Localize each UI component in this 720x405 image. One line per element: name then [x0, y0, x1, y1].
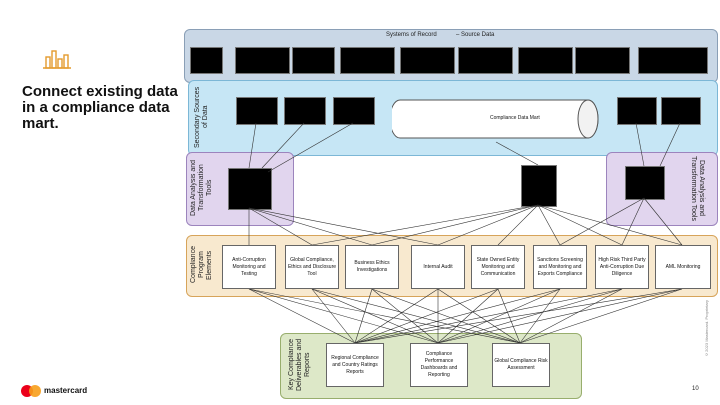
- source-system-box: [458, 47, 513, 74]
- secondary-source-box: [333, 97, 375, 125]
- page-number: 10: [692, 386, 699, 392]
- secondary-source-box: [284, 97, 326, 125]
- analysis-tool-box: [228, 168, 272, 210]
- secondary-source-box: [661, 97, 701, 125]
- mastercard-logo-icon: [20, 384, 42, 398]
- program-element-box: Business Ethics Investigations: [345, 245, 399, 289]
- program-element-box: Internal Audit: [411, 245, 465, 289]
- program-element-box: AML Monitoring: [655, 245, 711, 289]
- source-system-box: [235, 47, 290, 74]
- compliance-data-mart-label: Compliance Data Mart: [490, 115, 540, 121]
- secondary-source-box: [617, 97, 657, 125]
- source-system-box: [518, 47, 573, 74]
- secondary-source-box: [236, 97, 278, 125]
- side-note: ©2023 Mastercard. Proprietary: [704, 300, 709, 357]
- analysis-right-label: Data Analysis and Transformation Tools: [690, 155, 705, 221]
- compliance-data-mart: [389, 96, 600, 142]
- page-title: Connect existing data in a compliance da…: [22, 83, 178, 132]
- source-system-box: [190, 47, 223, 74]
- source-system-box: [575, 47, 630, 74]
- source-system-box: [340, 47, 395, 74]
- chart-icon: [42, 48, 72, 70]
- program-element-box: Sanctions Screening and Monitoring and E…: [533, 245, 587, 289]
- source-system-box: [400, 47, 455, 74]
- analysis-tool-box: [625, 166, 665, 200]
- deliverable-box: Regional Compliance and Country Ratings …: [326, 343, 384, 387]
- deliverable-box: Global Compliance Risk Assessment: [492, 343, 550, 387]
- program-element-box: Global Compliance, Ethics and Disclosure…: [285, 245, 339, 289]
- program-element-box: Anti-Corruption Monitoring and Testing: [222, 245, 276, 289]
- systems-of-record-label: Systems of Record: [386, 32, 437, 38]
- source-data-label: – Source Data: [456, 32, 495, 38]
- deliverable-box: Compliance Performance Dashboards and Re…: [410, 343, 468, 387]
- source-system-box: [292, 47, 335, 74]
- program-element-box: High Risk Third Party Anti-Corruption Du…: [595, 245, 649, 289]
- brand-wordmark: mastercard: [44, 386, 88, 395]
- program-element-box: State Owned Entity Monitoring and Commun…: [471, 245, 525, 289]
- source-system-box: [638, 47, 708, 74]
